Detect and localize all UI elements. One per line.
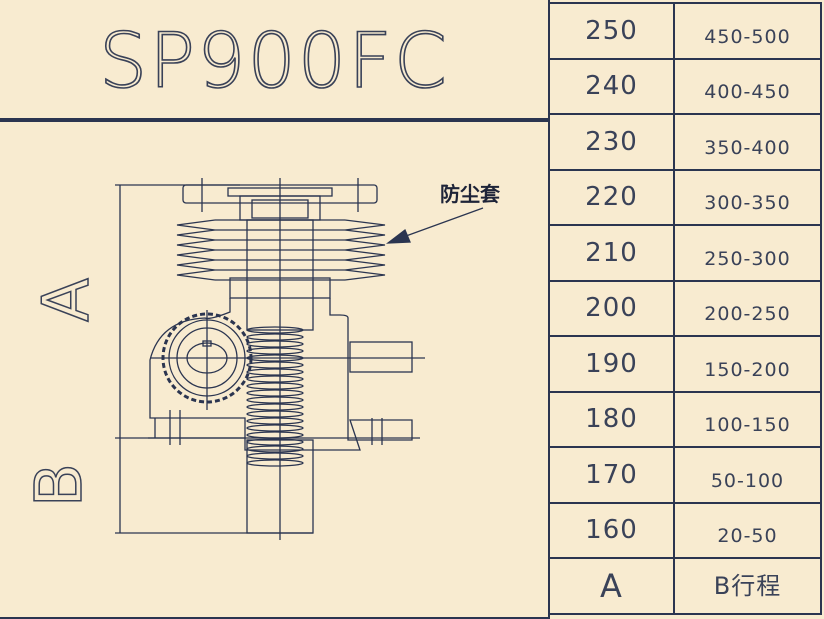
screw-thread	[246, 340, 304, 348]
table-row: 170 50-100	[548, 446, 822, 504]
screw-thread	[246, 382, 304, 390]
screw-thread	[246, 333, 304, 341]
model-title: SP900FC	[98, 15, 449, 106]
a-value: 220	[548, 168, 675, 226]
column-header-a: A	[548, 557, 675, 615]
screw-thread	[246, 417, 304, 425]
a-value: 180	[548, 390, 675, 448]
screw-thread	[246, 375, 304, 383]
bellows-fold	[176, 219, 216, 281]
screw-thread	[246, 347, 304, 355]
dust-cover-bellows	[176, 219, 386, 281]
b-stroke-range: 350-400	[704, 136, 791, 159]
b-stroke-range: 200-250	[704, 303, 791, 326]
b-stroke-cell: 20-50	[673, 501, 822, 559]
screw-thread	[246, 431, 304, 439]
b-stroke-range: 50-100	[710, 469, 785, 492]
table-row: 200 200-250	[548, 279, 822, 337]
table-row: 160 20-50	[548, 501, 822, 559]
b-stroke-cell: 300-350	[673, 168, 822, 226]
column-header-b-stroke: B行程	[673, 557, 822, 615]
a-value: 250	[548, 2, 675, 60]
b-stroke-cell: 350-400	[673, 113, 822, 171]
screw-thread	[246, 326, 304, 334]
b-stroke-cell: 250-300	[673, 224, 822, 282]
a-value: 230	[548, 113, 675, 171]
b-stroke-range: 20-50	[717, 525, 778, 548]
a-value: 170	[548, 446, 675, 504]
b-stroke-range: 100-150	[704, 414, 791, 437]
a-value: 210	[548, 224, 675, 282]
screw-thread	[246, 396, 304, 404]
table-row: 240 400-450	[548, 57, 822, 115]
b-stroke-range: 450-500	[704, 25, 791, 48]
screw-thread	[246, 410, 304, 418]
b-stroke-cell: 450-500	[673, 2, 822, 60]
screw-thread	[246, 361, 304, 369]
b-stroke-cell: 100-150	[673, 390, 822, 448]
a-value: 190	[548, 335, 675, 393]
table-row: 220 300-350	[548, 168, 822, 226]
a-value: 200	[548, 279, 675, 337]
side-boss	[349, 341, 413, 373]
screw-thread	[246, 389, 304, 397]
dust-cover-callout: 防尘套	[440, 182, 500, 206]
screw-thread	[246, 445, 304, 453]
screw-thread	[246, 452, 304, 460]
b-stroke-range: 250-300	[704, 247, 791, 270]
table-row: 250 450-500	[548, 2, 822, 60]
b-stroke-cell: 200-250	[673, 279, 822, 337]
table-row: 190 150-200	[548, 335, 822, 393]
b-stroke-range: 300-350	[704, 192, 791, 215]
screw-thread	[246, 368, 304, 376]
a-value: 240	[548, 57, 675, 115]
dimension-lines	[115, 184, 420, 534]
table-row: 180 100-150	[548, 390, 822, 448]
bellows-fold	[344, 219, 386, 281]
b-stroke-range: 150-200	[704, 358, 791, 381]
b-stroke-cell: 400-450	[673, 57, 822, 115]
a-value: 160	[548, 501, 675, 559]
b-stroke-cell: 50-100	[673, 446, 822, 504]
table-row: 210 250-300	[548, 224, 822, 282]
b-stroke-range: 400-450	[704, 81, 791, 104]
screw-thread	[246, 424, 304, 432]
screw-thread	[246, 403, 304, 411]
b-stroke-cell: 150-200	[673, 335, 822, 393]
table-row: 230 350-400	[548, 113, 822, 171]
lifting-screw	[246, 326, 304, 467]
screw-thread	[246, 459, 304, 467]
stroke-table: 250 450-500 240 400-450 230 350-400 220 300-350…	[548, 2, 822, 615]
